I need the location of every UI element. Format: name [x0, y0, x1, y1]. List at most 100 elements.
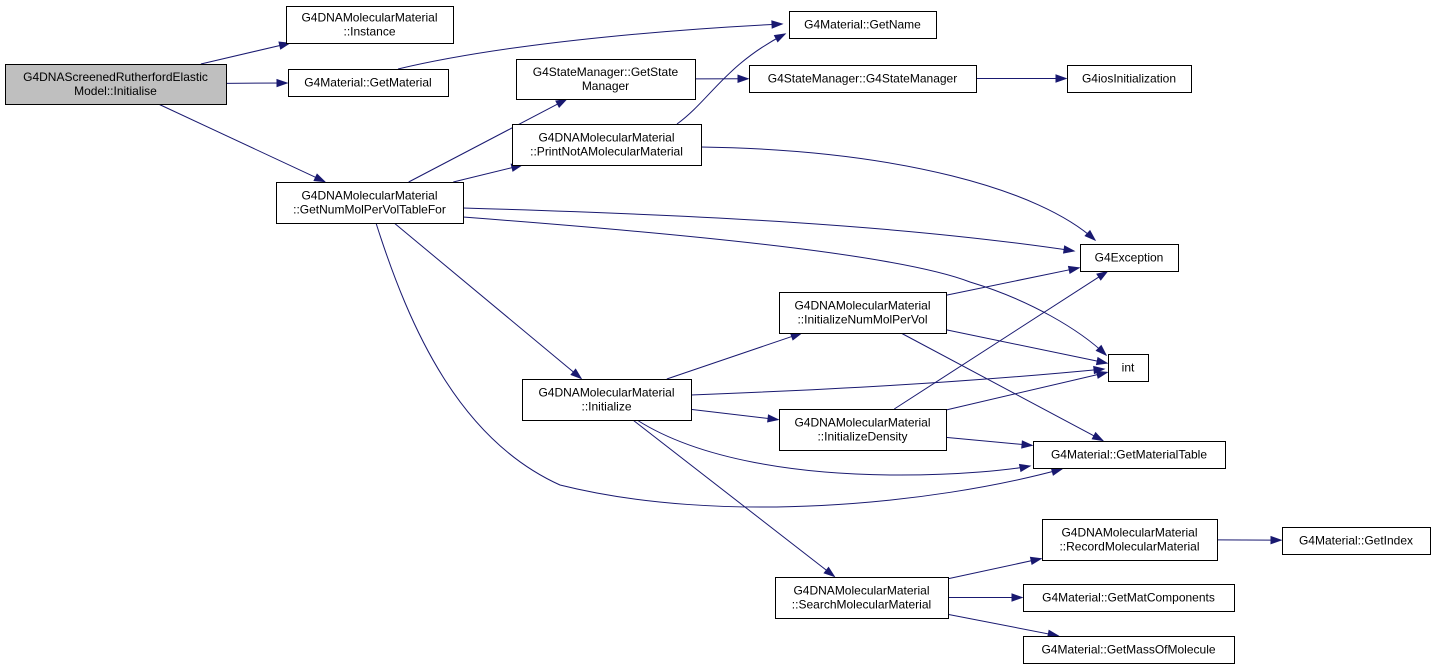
edge-n13-n15 [900, 332, 1104, 441]
edge-n13-n11 [945, 267, 1080, 296]
graph-node[interactable]: G4Material::GetMaterialTable [1033, 441, 1226, 469]
edge-n8-n16-arrow [823, 566, 836, 578]
graph-node[interactable]: G4DNAMolecularMaterial::GetNumMolPerVolT… [276, 182, 464, 224]
edge-n13-n12-arrow [1095, 356, 1109, 366]
edge-n4-n8-arrow [570, 368, 583, 380]
edge-n4-n11-arrow [1062, 245, 1076, 254]
graph-node[interactable]: G4StateManager::G4StateManager [749, 65, 977, 93]
node-label: G4StateManager::G4StateManager [768, 72, 957, 86]
edge-n14-n15-arrow [1021, 440, 1034, 449]
graph-node[interactable]: G4Material::GetMaterial [288, 69, 449, 97]
edge-n4-n15-arrow [1050, 467, 1064, 476]
node-box[interactable] [775, 577, 949, 619]
edge-n1-n4 [158, 103, 325, 183]
graph-node[interactable]: G4Material::GetName [789, 11, 937, 39]
edge-n7-n5-arrow [773, 33, 787, 43]
graph-node[interactable]: G4Exception [1080, 244, 1179, 272]
edge-n9-n10-arrow [1055, 74, 1068, 83]
edge-n8-n15-arrow [1018, 463, 1032, 473]
edge-n17-n18-arrow [1270, 535, 1283, 545]
edge-n16-n19-arrow [1011, 593, 1024, 602]
edge-n13-n12 [945, 329, 1108, 364]
edge-n8-n15 [636, 419, 1031, 476]
node-box[interactable] [276, 182, 464, 224]
edge-n8-n13-arrow [789, 332, 803, 341]
node-box[interactable] [1067, 65, 1192, 93]
edge-n4-n12 [462, 216, 1107, 356]
node-box[interactable] [1023, 636, 1235, 664]
graph-node[interactable]: G4iosInitialization [1067, 65, 1192, 93]
edge-n4-n6 [408, 99, 567, 183]
edge-n4-n15 [375, 222, 1063, 508]
edge-n14-n12 [945, 371, 1108, 411]
node-box[interactable] [779, 292, 947, 334]
graph-node[interactable]: G4DNAMolecularMaterial::SearchMolecularM… [775, 577, 949, 619]
graph-node[interactable]: G4DNAMolecularMaterial::Initialize [522, 379, 692, 421]
node-label: G4DNAMolecularMaterial [538, 386, 674, 400]
node-label: G4Material::GetName [804, 18, 921, 32]
node-box[interactable] [789, 11, 937, 39]
graph-node[interactable]: G4DNAMolecularMaterial::Instance [286, 6, 454, 44]
node-label: ::SearchMolecularMaterial [792, 598, 931, 612]
node-label: int [1122, 361, 1135, 375]
node-box[interactable] [1108, 354, 1149, 382]
edge-n7-n5 [676, 33, 786, 125]
node-label: Model::Initialise [74, 84, 157, 98]
node-box[interactable] [288, 69, 449, 97]
graph-node[interactable]: G4DNAMolecularMaterial::RecordMolecularM… [1042, 519, 1218, 561]
node-box[interactable] [516, 59, 696, 100]
edge-n1-n2 [200, 42, 290, 65]
edge-n8-n13 [666, 332, 802, 380]
edge-n8-n16 [632, 419, 835, 577]
node-box[interactable] [286, 6, 454, 44]
node-label: G4DNAMolecularMaterial [794, 416, 930, 430]
node-box[interactable] [1080, 244, 1179, 272]
node-label: G4DNAMolecularMaterial [1061, 526, 1197, 540]
node-label: G4DNAMolecularMaterial [538, 131, 674, 145]
graph-node[interactable]: G4DNAScreenedRutherfordElasticModel::Ini… [5, 64, 227, 105]
nodes-layer: G4DNAScreenedRutherfordElasticModel::Ini… [5, 6, 1431, 664]
node-label: ::PrintNotAMolecularMaterial [530, 145, 683, 159]
edge-n8-n14-arrow [767, 414, 780, 423]
node-label: ::GetNumMolPerVolTableFor [293, 203, 446, 217]
node-box[interactable] [1023, 584, 1235, 612]
node-box[interactable] [779, 409, 947, 451]
graph-node[interactable]: int [1108, 354, 1149, 382]
graph-node[interactable]: G4DNAMolecularMaterial::InitializeDensit… [779, 409, 947, 451]
node-box[interactable] [1282, 527, 1431, 555]
graph-node[interactable]: G4DNAMolecularMaterial::InitializeNumMol… [779, 292, 947, 334]
edge-n14-n11-arrow [1096, 270, 1109, 281]
edge-n16-n17 [947, 558, 1042, 580]
graph-node[interactable]: G4Material::GetMatComponents [1023, 584, 1235, 612]
node-label: ::Instance [343, 25, 395, 39]
graph-node[interactable]: G4DNAMolecularMaterial::PrintNotAMolecul… [512, 124, 702, 166]
edge-n14-n11 [893, 271, 1108, 410]
node-box[interactable] [512, 124, 702, 166]
node-label: G4DNAMolecularMaterial [793, 584, 929, 598]
edge-n3-n5 [397, 23, 783, 70]
edge-n16-n17-arrow [1029, 556, 1043, 565]
node-label: G4DNAMolecularMaterial [301, 189, 437, 203]
node-label: ::InitializeDensity [817, 430, 907, 444]
node-label: G4Material::GetIndex [1299, 534, 1413, 548]
edge-n4-n12-arrow [1095, 344, 1108, 357]
edge-n3-n5-arrow [771, 20, 784, 29]
edge-n14-n12-arrow [1095, 370, 1109, 379]
node-box[interactable] [1042, 519, 1218, 561]
node-label: G4StateManager::GetState [533, 65, 679, 79]
node-label: G4Material::GetMatComponents [1042, 591, 1215, 605]
node-box[interactable] [522, 379, 692, 421]
root-node-box[interactable] [5, 64, 227, 105]
edge-n4-n11 [462, 207, 1075, 252]
node-box[interactable] [749, 65, 977, 93]
graph-node[interactable]: G4Material::GetIndex [1282, 527, 1431, 555]
graph-node[interactable]: G4Material::GetMassOfMolecule [1023, 636, 1235, 664]
edge-n14-n15 [945, 436, 1033, 446]
node-label: G4DNAScreenedRutherfordElastic [23, 70, 208, 84]
edges-layer [158, 20, 1283, 638]
node-label: G4DNAMolecularMaterial [301, 11, 437, 25]
node-label: ::RecordMolecularMaterial [1059, 540, 1199, 554]
node-box[interactable] [1033, 441, 1226, 469]
